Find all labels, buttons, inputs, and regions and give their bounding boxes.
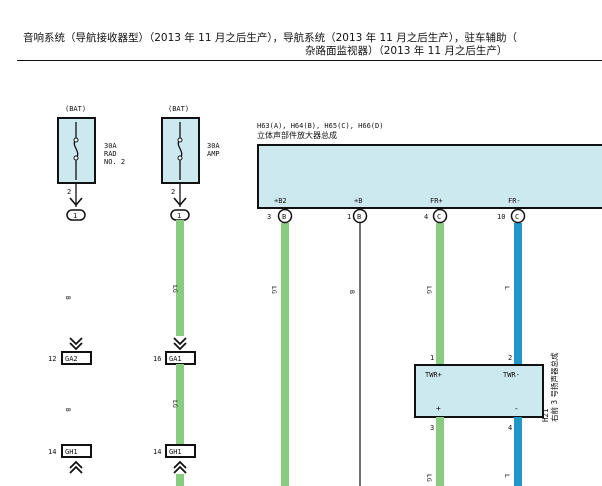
diagram-title-line-2: 杂路面监视器）（2013 年 11 月之后生产） [305, 45, 508, 57]
wire-left1-mid-label: B [64, 408, 71, 412]
amp-terminal-b2-conn: B [282, 213, 286, 221]
speaker-code: H21 [541, 408, 550, 422]
amp-terminal-frn: FR- 10 C L [497, 197, 526, 365]
amp-terminal-b2: +B2 3 B LG [267, 197, 293, 486]
diagram-title-line-1: 音响系统（导航接收器型）（2013 年 11 月之后生产），导航系统（2013 … [23, 32, 517, 44]
wire-left2-segment-1 [176, 220, 184, 336]
wire-left2-conn1-pin: 16 [153, 355, 161, 363]
amp-terminal-b-conn: B [357, 213, 361, 221]
wire-frn-l [514, 223, 522, 365]
fuse1-name-1: RAD [104, 150, 117, 158]
fuse-rad-no2: (BAT) 30A RAD NO. 2 2 1 [57, 105, 125, 221]
wire-left1-down-chevron-icon [69, 337, 83, 351]
diagram-header: 音响系统（导航接收器型）（2013 年 11 月之后生产），导航系统（2013 … [0, 0, 602, 60]
speaker-box [414, 364, 544, 418]
fuse1-arrow-icon [69, 197, 83, 207]
fuse-amp: (BAT) 30A AMP 2 1 [161, 105, 220, 221]
wire-left2-down-chevron-icon [173, 337, 187, 351]
connector-gh1-left [61, 444, 92, 458]
wire-left2-segment-2 [176, 364, 184, 445]
wire-left2-mid-label: LG [171, 400, 179, 408]
fuse1-rating: 30A [104, 142, 117, 150]
amp-terminal-frp-label: FR+ [430, 197, 443, 205]
wire-left2-conn2-pin: 14 [153, 448, 161, 456]
speaker-wire-l-label: L [503, 474, 511, 478]
amp-terminal-frp: FR+ 4 C LG [424, 197, 448, 365]
speaker-polarity-minus: - [514, 404, 519, 413]
fuse1-source: (BAT) [65, 105, 86, 113]
speaker-top-pin-1: 1 [430, 354, 434, 362]
fuse2-pin: 2 [171, 188, 175, 196]
amp-terminal-b-circle [352, 208, 368, 224]
connector-ga2 [61, 351, 92, 365]
fuse1-connector-pin: 1 [73, 212, 77, 220]
fuse1-pin: 2 [67, 188, 71, 196]
wire-frp-color-label: LG [425, 286, 433, 294]
amplifier-assembly: H63(A), H64(B), H65(C), H66(D) 立体声部件放大器总… [257, 122, 602, 209]
speaker-wire-lg [436, 417, 444, 486]
wire-b2-color-label: LG [270, 286, 278, 294]
speaker-name: 右前 3 号扬声器总成 [549, 352, 559, 422]
speaker-wire-lg-label: LG [425, 474, 433, 482]
speaker-bottom-pin-4: 4 [508, 424, 512, 432]
wire-b2-lg [281, 223, 289, 486]
fuse2-arrow-icon [173, 197, 187, 207]
connector-gh1-right-label: GH1 [169, 448, 182, 456]
amp-terminal-b-pin: 1 [347, 213, 351, 221]
wire-left-1: B 12 GA2 B 14 GH1 [48, 296, 92, 474]
speaker-label-twr-plus: TWR+ [425, 371, 442, 379]
amp-terminal-frn-circle [510, 208, 526, 224]
wire-left1-conn1-pin: 12 [48, 355, 56, 363]
wire-left-2: LG 16 GA1 LG 14 GH1 [153, 220, 196, 486]
connector-gh1-right [165, 444, 196, 458]
wire-left2-up-chevron-icon [173, 460, 187, 474]
fuse2-rating: 30A [207, 142, 220, 150]
fuse1-connector [66, 209, 86, 221]
header-divider [17, 60, 602, 61]
wire-left1-color-label: B [64, 296, 71, 300]
speaker-top-pin-2: 2 [508, 354, 512, 362]
amp-terminal-b: +B 1 B B [347, 197, 368, 486]
amp-terminal-b2-label: +B2 [274, 197, 287, 205]
wire-b-color-label: B [348, 290, 356, 294]
wire-left1-up-chevron-icon [69, 460, 83, 474]
fuse2-source: (BAT) [168, 105, 189, 113]
wire-frn-color-label: L [503, 286, 511, 290]
amplifier-connectors: H63(A), H64(B), H65(C), H66(D) [257, 122, 383, 130]
wire-left2-color-label: LG [171, 285, 179, 293]
amp-terminal-frp-pin: 4 [424, 213, 428, 221]
speaker-label-twr-minus: TWR- [503, 371, 520, 379]
amplifier-name: 立体声部件放大器总成 [257, 130, 337, 140]
amp-terminal-b2-pin: 3 [267, 213, 271, 221]
speaker-assembly: 1 2 TWR+ TWR- + - 3 4 LG L H21 右前 3 号扬声器… [414, 352, 559, 486]
amp-terminal-frp-circle [432, 208, 448, 224]
fuse1-name-2: NO. 2 [104, 158, 125, 166]
wire-left1-conn2-pin: 14 [48, 448, 56, 456]
amp-terminal-b2-circle [277, 208, 293, 224]
amplifier-box [257, 144, 602, 209]
fuse2-connector-pin: 1 [177, 212, 181, 220]
speaker-wire-l [514, 417, 522, 486]
wire-frp-lg [436, 223, 444, 365]
speaker-bottom-pin-3: 3 [430, 424, 434, 432]
amp-terminal-b-label: +B [354, 197, 362, 205]
amp-terminal-frp-conn: C [437, 213, 441, 221]
connector-ga2-label: GA2 [65, 355, 78, 363]
connector-ga1-label: GA1 [169, 355, 182, 363]
connector-gh1-left-label: GH1 [65, 448, 78, 456]
amp-terminal-frn-label: FR- [508, 197, 521, 205]
speaker-polarity-plus: + [436, 404, 441, 413]
amp-terminal-frn-conn: C [515, 213, 519, 221]
amp-terminal-frn-pin: 10 [497, 213, 505, 221]
fuse2-name-1: AMP [207, 150, 220, 158]
